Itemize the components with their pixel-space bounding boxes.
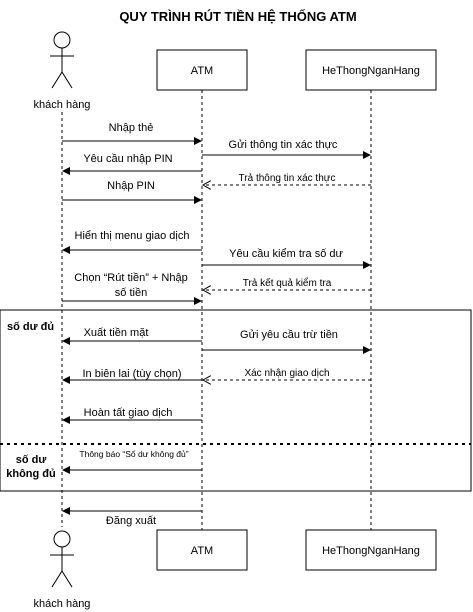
alt-fragment: [0, 309, 472, 492]
message-logout: Đăng xuất: [62, 507, 202, 527]
participant-bank-top: [305, 49, 437, 91]
svg-text:Trả kết quả kiểm tra: Trả kết quả kiểm tra: [243, 277, 332, 289]
svg-text:Nhập PIN: Nhập PIN: [107, 180, 155, 192]
svg-text:Nhập thẻ: Nhập thẻ: [109, 122, 154, 134]
svg-text:Xuất tiền mặt: Xuất tiền mặt: [84, 327, 149, 339]
message-request-pin: Yêu cầu nhập PIN: [62, 153, 202, 175]
actor-customer-bottom-icon: [50, 530, 74, 588]
participant-bank-top-label: HeThongNganHang: [322, 65, 420, 77]
participant-atm-bottom: [156, 529, 248, 571]
message-return-auth-info: Trả thông tin xác thực: [203, 173, 371, 185]
svg-text:Trả thông tin xác thực: Trả thông tin xác thực: [239, 173, 336, 184]
participant-bank-bottom-label: HeThongNganHang: [322, 545, 420, 557]
guard-sufficient-balance: số dư đủ: [7, 321, 54, 333]
participant-atm-bottom-label: ATM: [191, 545, 213, 557]
svg-text:Gửi thông tin xác thực: Gửi thông tin xác thực: [229, 139, 338, 151]
guard-insufficient-balance-line1: số dư: [16, 454, 47, 466]
svg-text:Yêu cầu kiểm tra số dư: Yêu cầu kiểm tra số dư: [229, 248, 343, 260]
message-show-menu: Hiển thị menu giao dịch: [62, 230, 202, 254]
participant-bank-bottom: [305, 529, 437, 571]
svg-text:Thông báo “Số dư không đủ”: Thông báo “Số dư không đủ”: [79, 449, 188, 459]
svg-text:Hiển thị menu giao dịch: Hiển thị menu giao dịch: [75, 230, 190, 242]
svg-text:số tiền: số tiền: [115, 287, 147, 299]
actor-customer-top-label: khách hàng: [34, 99, 91, 111]
message-check-balance: Yêu cầu kiểm tra số dư: [202, 248, 371, 269]
message-return-check-result: Trả kết quả kiểm tra: [203, 277, 371, 290]
svg-text:Chọn “Rút tiền” + Nhập: Chọn “Rút tiền” + Nhập: [74, 272, 187, 284]
message-insert-card: Nhập thẻ: [62, 122, 202, 145]
actor-customer-bottom-label: khách hàng: [34, 598, 91, 610]
message-insufficient-balance: Thông báo “Số dư không đủ”: [62, 449, 202, 474]
svg-text:Yêu cầu nhập PIN: Yêu cầu nhập PIN: [83, 153, 172, 165]
svg-text:Đăng xuất: Đăng xuất: [106, 515, 156, 527]
svg-text:Hoàn tất giao dịch: Hoàn tất giao dịch: [84, 407, 173, 419]
message-enter-pin: Nhập PIN: [62, 180, 202, 204]
svg-text:In biên lai (tùy chọn): In biên lai (tùy chọn): [82, 368, 181, 380]
message-print-receipt: In biên lai (tùy chọn): [62, 368, 202, 384]
participant-atm-top: [156, 49, 248, 91]
message-dispense-cash: Xuất tiền mặt: [62, 327, 202, 345]
diagram-title: QUY TRÌNH RÚT TIỀN HỆ THỐNG ATM: [119, 9, 356, 24]
guard-insufficient-balance-line2: không đủ: [6, 468, 56, 480]
message-send-auth-info: Gửi thông tin xác thực: [202, 139, 371, 159]
svg-text:Xác nhận giao dịch: Xác nhận giao dịch: [244, 368, 329, 379]
message-confirm-transaction: Xác nhận giao dịch: [203, 368, 371, 380]
message-select-withdraw: Chọn “Rút tiền” + Nhập số tiền: [62, 272, 202, 305]
message-debit-request: Gửi yêu cầu trừ tiền: [202, 329, 371, 354]
svg-text:Gửi yêu cầu trừ tiền: Gửi yêu cầu trừ tiền: [240, 329, 338, 341]
message-complete-transaction: Hoàn tất giao dịch: [62, 407, 202, 424]
participant-atm-top-label: ATM: [191, 65, 213, 77]
actor-customer-top-icon: [50, 31, 74, 89]
